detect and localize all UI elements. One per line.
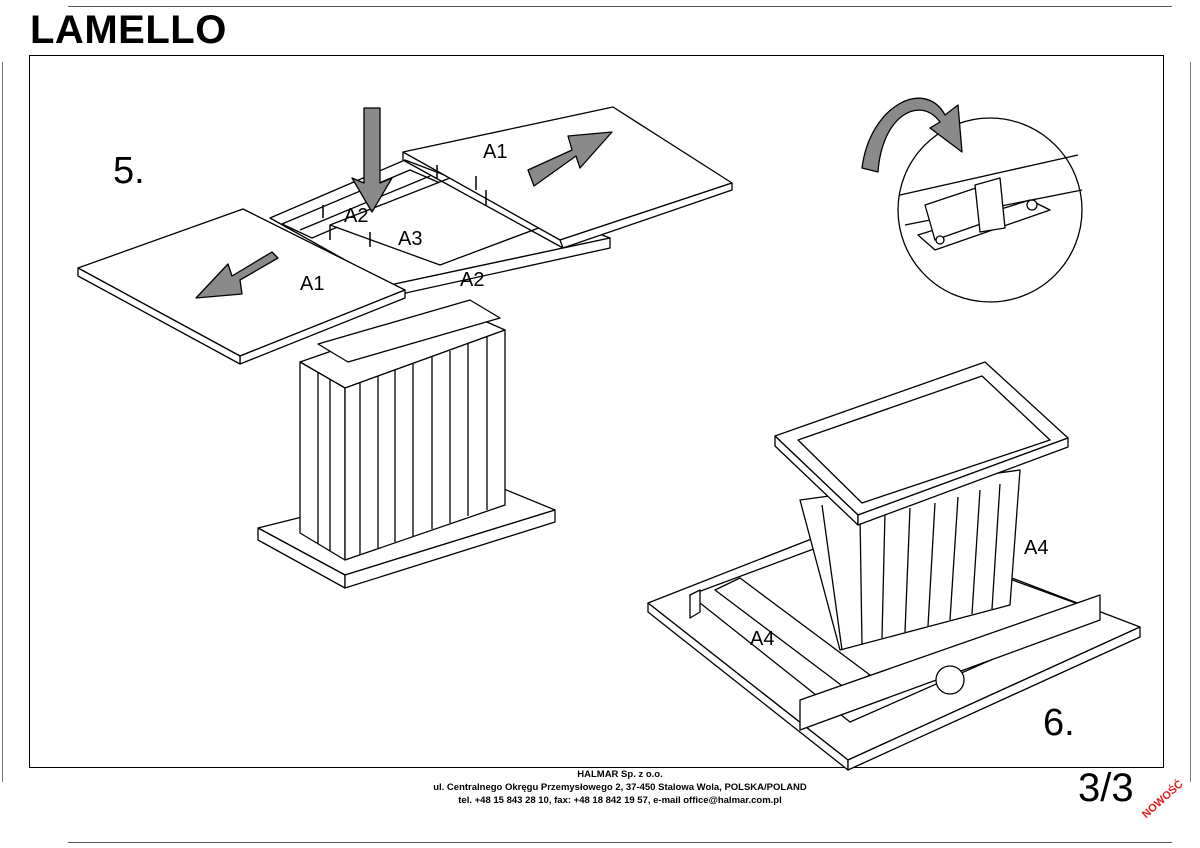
company-address: ul. Centralnego Okręgu Przemysłowego 2, … xyxy=(433,782,807,793)
part-label-a1-right: A1 xyxy=(483,141,507,163)
company-footer: HALMAR Sp. z o.o. ul. Centralnego Okręgu… xyxy=(300,768,940,807)
part-label-a2-front: A2 xyxy=(460,269,484,291)
product-title: LAMELLO xyxy=(30,8,227,52)
right-slide-arrow xyxy=(527,131,613,187)
part-label-a4-left: A4 xyxy=(750,628,774,650)
part-label-a1-left: A1 xyxy=(300,273,324,295)
detail-callout-circle xyxy=(935,665,965,695)
right-edge-line xyxy=(1190,62,1191,782)
top-rule xyxy=(68,6,1172,7)
left-slide-arrow xyxy=(195,251,279,299)
top-board-a1-left xyxy=(77,208,406,365)
base-frame-step6 xyxy=(647,519,1141,771)
pillar-step6 xyxy=(774,361,1069,651)
pillar-step5 xyxy=(257,299,556,589)
part-label-a3: A3 xyxy=(398,228,422,250)
step-5-label: 5. xyxy=(113,150,145,192)
company-contact: tel. +48 15 843 28 10, fax: +48 18 842 1… xyxy=(458,795,782,806)
rotate-arrow xyxy=(861,97,963,173)
top-board-a1-right xyxy=(402,106,733,249)
step-6-label: 6. xyxy=(1043,702,1075,744)
left-edge-line xyxy=(2,62,3,782)
part-label-a4-right: A4 xyxy=(1024,537,1048,559)
instruction-frame xyxy=(29,55,1164,768)
part-label-a2-top: A2 xyxy=(344,205,368,227)
page-number: 3/3 xyxy=(1078,766,1134,810)
bottom-rule xyxy=(68,842,1172,843)
company-name: HALMAR Sp. z o.o. xyxy=(577,769,663,780)
push-down-arrow xyxy=(351,107,393,213)
detail-magnified-view xyxy=(897,117,1083,303)
screws-step5 xyxy=(322,165,487,247)
